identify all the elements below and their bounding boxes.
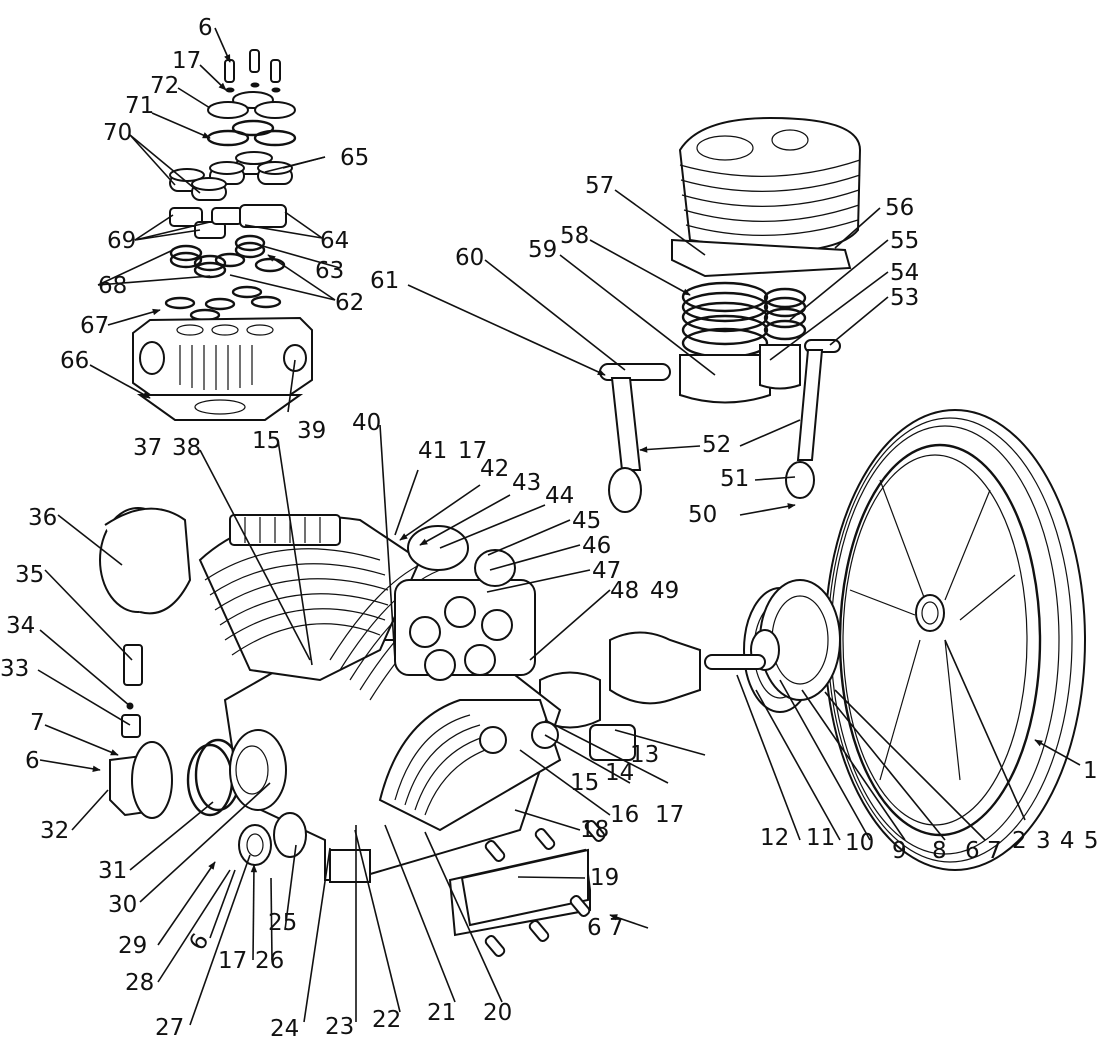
callout-62: 62 — [335, 290, 364, 316]
callout-25: 25 — [268, 910, 297, 936]
callout-14: 14 — [605, 760, 634, 786]
callout-7-breather: 7 — [30, 710, 45, 736]
callout-53: 53 — [890, 285, 919, 311]
callout-13: 13 — [630, 742, 659, 768]
callout-39: 39 — [297, 418, 326, 444]
valve-gaskets — [164, 285, 282, 322]
callout-35: 35 — [15, 562, 44, 588]
callout-55: 55 — [890, 228, 919, 254]
callout-33: 33 — [0, 656, 29, 682]
callout-15-upper: 15 — [252, 428, 281, 454]
callout-58: 58 — [560, 223, 589, 249]
callout-36: 36 — [28, 505, 57, 531]
valve-stack-drawing — [132, 49, 313, 421]
callout-8: 8 — [932, 838, 947, 864]
callout-42: 42 — [480, 456, 509, 482]
callout-26: 26 — [255, 948, 284, 974]
callout-47: 47 — [592, 558, 621, 584]
callout-41: 41 — [418, 438, 447, 464]
callout-30: 30 — [108, 892, 137, 918]
connecting-rods — [599, 339, 841, 513]
callout-61: 61 — [370, 268, 399, 294]
callout-6-sight: 6 — [185, 929, 215, 955]
callout-21: 21 — [427, 1000, 456, 1026]
crankshaft-drawing — [539, 631, 766, 761]
callout-46: 46 — [582, 533, 611, 559]
callout-37: 37 — [133, 435, 162, 461]
callout-31: 31 — [98, 858, 127, 884]
callout-65: 65 — [340, 145, 369, 171]
callout-6-top: 6 — [198, 15, 213, 41]
callout-52: 52 — [702, 432, 731, 458]
callout-71: 71 — [125, 93, 154, 119]
crankcase-drawing — [186, 514, 562, 883]
callout-70: 70 — [103, 120, 132, 146]
callout-20: 20 — [483, 1000, 512, 1026]
callout-6-7: 6 7 — [965, 838, 1002, 864]
callout-56: 56 — [885, 195, 914, 221]
callout-66: 66 — [60, 348, 89, 374]
callout-labels: 1 2 3 4 5 6 7 8 9 10 11 12 13 14 15 16 1… — [0, 15, 1098, 1042]
callout-16: 16 — [610, 802, 639, 828]
callout-67: 67 — [80, 313, 109, 339]
callout-34: 34 — [6, 613, 35, 639]
callout-60: 60 — [455, 245, 484, 271]
large-piston-rings — [681, 281, 769, 359]
cap-gaskets — [206, 119, 297, 147]
valve-springs — [169, 234, 286, 279]
cover-plates — [207, 91, 296, 119]
valve-caps — [169, 151, 293, 201]
callout-32: 32 — [40, 818, 69, 844]
callout-59: 59 — [528, 237, 557, 263]
callout-11: 11 — [806, 825, 835, 851]
callout-22: 22 — [372, 1007, 401, 1033]
callout-1: 1 — [1083, 758, 1098, 784]
callout-44: 44 — [545, 483, 574, 509]
callout-10: 10 — [845, 830, 874, 856]
valve-cages — [169, 204, 287, 239]
callout-27: 27 — [155, 1015, 184, 1041]
callout-64: 64 — [320, 228, 349, 254]
callout-6-breather: 6 — [25, 748, 40, 774]
small-piston-rings — [763, 287, 807, 341]
callout-19: 19 — [590, 865, 619, 891]
callout-45: 45 — [572, 508, 601, 534]
callout-51: 51 — [720, 466, 749, 492]
callout-63: 63 — [315, 258, 344, 284]
callout-72: 72 — [150, 73, 179, 99]
callout-17-top: 17 — [172, 48, 201, 74]
callout-50: 50 — [688, 502, 717, 528]
callout-69: 69 — [107, 228, 136, 254]
callout-2-3-4-5: 2 3 4 5 — [1012, 828, 1098, 854]
top-bolts — [224, 49, 281, 93]
callout-9: 9 — [892, 838, 907, 864]
cylinder-head-drawing — [132, 316, 313, 421]
callout-68: 68 — [98, 273, 127, 299]
callout-17-sight: 17 — [218, 948, 247, 974]
callout-28: 28 — [125, 970, 154, 996]
callout-43: 43 — [512, 470, 541, 496]
callout-17: 17 — [655, 802, 684, 828]
callout-38: 38 — [172, 435, 201, 461]
callout-54: 54 — [890, 260, 919, 286]
callout-6-7-base: 6 7 — [587, 915, 624, 941]
callout-23: 23 — [325, 1014, 354, 1040]
callout-29: 29 — [118, 933, 147, 959]
callout-48: 48 — [610, 578, 639, 604]
cylinder-piston-drawing — [599, 116, 862, 513]
callout-49: 49 — [650, 578, 679, 604]
air-filter-drawing — [99, 507, 192, 819]
leader-lines — [37, 27, 1081, 1026]
flywheel-drawing — [824, 409, 1086, 871]
callout-40: 40 — [352, 410, 381, 436]
callout-17-head: 17 — [458, 438, 487, 464]
callout-12: 12 — [760, 825, 789, 851]
callout-24: 24 — [270, 1016, 299, 1042]
callout-57: 57 — [585, 173, 614, 199]
base-cover-drawing — [448, 819, 606, 958]
callout-15: 15 — [570, 770, 599, 796]
callout-18: 18 — [580, 817, 609, 843]
